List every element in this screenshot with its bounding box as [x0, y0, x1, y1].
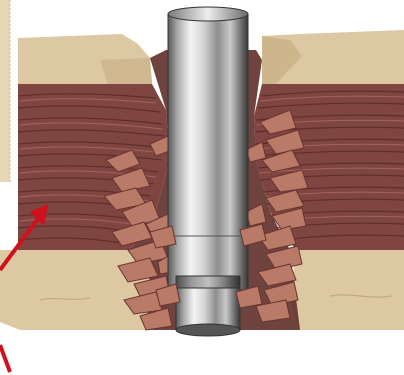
sandstone-upper-left-shadow [100, 58, 152, 84]
pipe-body [168, 14, 248, 236]
pipe-top-cap [168, 7, 248, 21]
pipe-bottom [176, 324, 240, 336]
sand-edge-top-left [0, 0, 10, 182]
sandstone-lower-right [290, 250, 404, 330]
pipe-band [176, 276, 240, 288]
drill-pipe-icon [168, 7, 248, 336]
sandstone-lower-left [0, 250, 150, 330]
